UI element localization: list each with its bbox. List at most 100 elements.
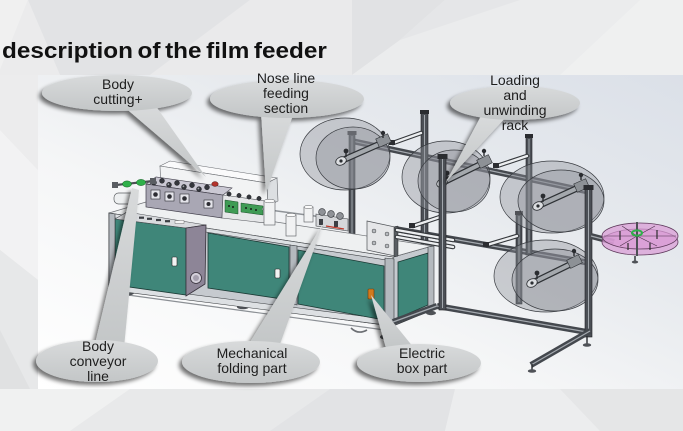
feed-roller-top [303,205,314,209]
shaft-highlight [530,260,577,285]
reel-shaft [335,130,392,166]
callout-label-line: Electric [399,345,445,361]
background-facet [560,389,683,431]
electric-box-indicator [367,288,375,300]
shaft-highlight [440,160,487,185]
arm-clamp [409,223,415,228]
callout-bubble [210,80,364,118]
rod-mount [150,178,156,184]
feed-roller-top [263,198,276,204]
folding-gear [318,208,326,216]
adjust-knob [159,178,165,184]
floor-rail [112,292,393,332]
background-facet [0,330,30,389]
adjust-knob [189,182,195,188]
background-facet [352,0,445,75]
callout-label-line: and [503,86,527,103]
background-facet [150,0,352,75]
callout-label-mechanical-folding-part: Mechanical folding part [187,346,317,376]
post-cap [420,110,429,114]
callout-bubble [36,340,158,382]
arm-clamp [483,242,489,247]
leveling-foot [582,343,592,347]
shaft-highlight [536,184,584,208]
shaft-center [536,204,540,208]
cutter-knob [167,194,172,199]
background-facet [0,130,38,280]
adjust-knob [226,191,232,197]
circuit-component [232,206,234,208]
bracket-hole [371,228,377,234]
callout-label-line: Body [102,76,134,92]
knob-highlight [182,185,185,188]
reel-spoke [619,235,638,247]
control-button [139,216,144,219]
callout-label-line: Mechanical [216,345,288,361]
background-facet [445,389,600,431]
red-knob [211,181,219,187]
callout-label-line: box part [396,360,448,376]
callout-label-line: Loading [490,71,540,88]
callout-body-cutting [42,75,206,177]
cutter-knob [153,192,158,197]
rack-base-beam-slot [392,305,438,323]
callout-bubble [182,341,320,383]
callout-pointer [446,116,507,182]
reel-hub-ring [631,229,643,237]
adjust-knob [481,148,487,154]
callout-label-line: feeding [263,85,309,101]
shaft-clamp [375,133,392,148]
callout-nose-line-feeding-section [210,80,364,193]
reel-shaft [526,248,583,288]
feed-roller-post [263,200,276,226]
adjust-knob [174,180,180,186]
adjust-knob [246,194,252,200]
shaft-clamp [566,254,583,269]
bracket-plate [366,220,396,257]
callout-label-line: rack [501,116,529,133]
callout-loading-and-unwinding-rack [446,86,580,182]
shaft-clamp [476,154,493,169]
control-display [174,220,185,224]
bracket-hole [384,243,390,249]
reel-shafts [335,130,590,288]
background-facet [400,0,520,40]
background-facet [0,389,130,431]
cutter-knob [206,202,211,206]
post-cap [525,134,533,138]
callout-label-electric-box-part: Electric box part [357,346,487,376]
adjust-knob [571,248,577,254]
shaft-highlight [339,140,386,163]
callout-pointer [371,295,414,348]
control-button [165,220,170,223]
rack-support-arm-rod [495,154,529,168]
callout-label-line: Body [82,337,114,354]
adjust-knob [204,184,210,191]
rod-mount [112,182,118,188]
control-box-side [185,224,207,297]
bracket-post [393,225,399,258]
callout-pointer [94,188,139,348]
reel-stand-foot [631,260,639,264]
background-facet [0,75,38,170]
folding-gear [336,212,344,220]
rack-foot-beam-slot [530,330,591,366]
rack-support-arm-rod [391,131,423,145]
feed-roller-post [303,206,314,223]
rack-support-arm-rod [485,234,519,247]
arm-clamp [493,163,499,168]
shaft-clamp [573,178,590,193]
callout-label-body-cutting: Body cutting+ [53,77,183,107]
background-facet [270,389,455,431]
bracket-hole [371,240,377,246]
adjust-knob [578,172,584,178]
knob-highlight [197,187,200,190]
callout-pointer [261,112,294,193]
shaft-center [530,281,534,285]
callout-label-body-conveyor-line: Body conveyor line [33,337,163,384]
callout-label-line: line [87,367,109,384]
background-facet [560,0,683,75]
circuit-component [245,207,247,209]
folding-block [334,221,338,227]
